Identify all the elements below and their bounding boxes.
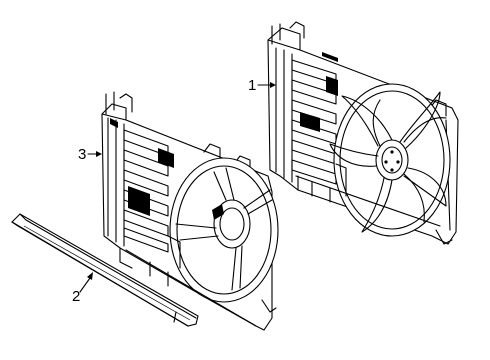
fan-shroud-assembly-rear — [267, 21, 459, 245]
air-deflector-strip — [11, 213, 199, 327]
callout-label-1: 1 — [248, 77, 256, 94]
callout-label-3: 3 — [78, 146, 86, 163]
callout-3: 3 — [78, 146, 102, 163]
callout-1: 1 — [248, 77, 276, 94]
callout-label-2: 2 — [72, 288, 80, 305]
fan-shroud-front — [101, 91, 279, 331]
callout-2: 2 — [72, 272, 93, 305]
